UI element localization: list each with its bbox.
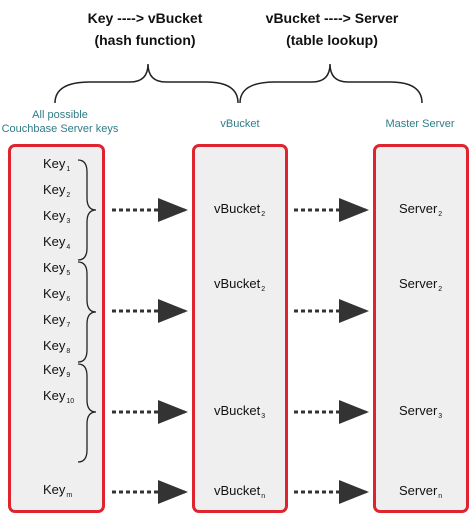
server-label: Server2 [399, 276, 443, 293]
vbucket-column-box [192, 144, 288, 513]
key-label: Key3 [43, 208, 71, 225]
key-label: Key6 [43, 286, 71, 303]
server-label: Server2 [399, 201, 443, 218]
key-label: Key10 [43, 388, 75, 405]
vbucket-label: vBucket3 [214, 403, 266, 420]
table-lookup-title-line1: vBucket ----> Server [265, 10, 399, 26]
keys-header-line2: Couchbase Server keys [1, 123, 119, 135]
key-label: Key8 [43, 338, 71, 355]
vbucket-label: vBucket2 [214, 276, 266, 293]
key-label: Key1 [43, 156, 71, 173]
vbucket-label: vBucketn [214, 483, 266, 500]
keys-header-line1: All possible [32, 109, 88, 121]
vbucket-column-header: vBucket [220, 118, 260, 130]
server-column-box [373, 144, 469, 513]
key-label: Keym [43, 482, 73, 499]
keys-column-header: All possible Couchbase Server keys [0, 108, 120, 136]
key-label: Key2 [43, 182, 71, 199]
table-lookup-title: vBucket ----> Server (table lookup) [252, 7, 412, 51]
server-label: Servern [399, 483, 443, 500]
key-label: Key4 [43, 234, 71, 251]
hash-function-title-line2: (hash function) [94, 32, 196, 48]
key-label: Key5 [43, 260, 71, 277]
server-label: Server3 [399, 403, 443, 420]
table-lookup-title-line2: (table lookup) [286, 32, 378, 48]
hash-function-title: Key ----> vBucket (hash function) [70, 7, 220, 51]
key-group-brace-1 [77, 159, 97, 261]
table-lookup-brace [239, 63, 423, 104]
key-label: Key9 [43, 362, 71, 379]
vbucket-label: vBucket2 [214, 201, 266, 218]
key-label: Key7 [43, 312, 71, 329]
server-column-header: Master Server [385, 118, 455, 130]
key-group-brace-3 [77, 363, 97, 463]
hash-function-brace [54, 63, 239, 104]
hash-function-title-line1: Key ----> vBucket [87, 10, 203, 26]
key-group-brace-2 [77, 261, 97, 363]
